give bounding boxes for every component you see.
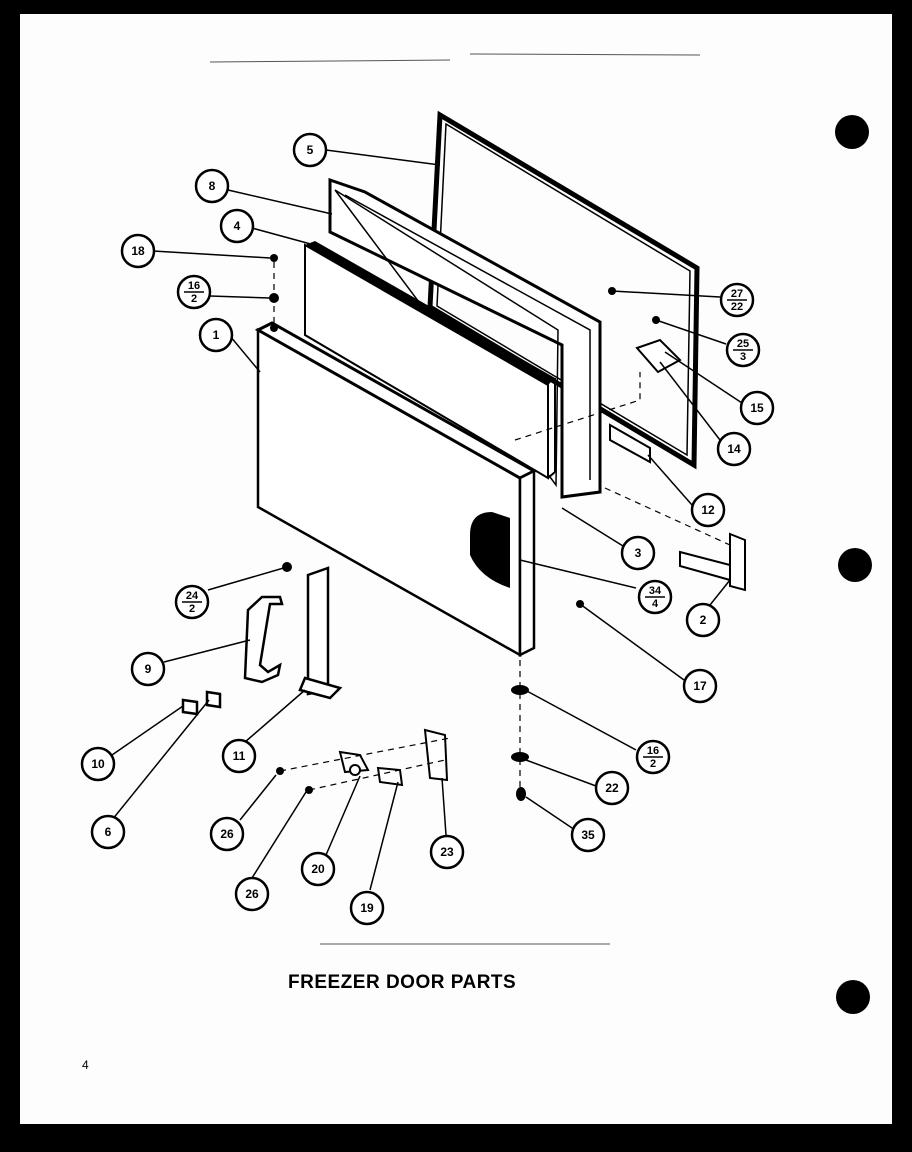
svg-text:34: 34 — [649, 585, 662, 597]
svg-text:9: 9 — [145, 662, 152, 676]
callout-16-lower: 162 — [635, 739, 671, 775]
callout-35: 35 — [570, 817, 606, 853]
svg-text:3: 3 — [740, 351, 746, 363]
callout-23: 23 — [429, 834, 465, 870]
callout-24: 242 — [174, 584, 210, 620]
page-number: 4 — [82, 1058, 89, 1072]
inner-door-liner — [328, 177, 602, 499]
callout-3: 3 — [620, 535, 656, 571]
callout-16-upper: 162 — [176, 274, 212, 310]
svg-text:3: 3 — [635, 546, 642, 560]
svg-text:17: 17 — [693, 679, 707, 693]
callout-26-upper: 26 — [209, 816, 245, 852]
svg-text:27: 27 — [731, 288, 743, 300]
svg-text:6: 6 — [105, 825, 112, 839]
diagram-title: FREEZER DOOR PARTS — [288, 972, 517, 993]
door-outer-panel — [254, 321, 538, 658]
svg-text:25: 25 — [737, 338, 749, 350]
callout-8: 8 — [194, 168, 230, 204]
svg-text:14: 14 — [727, 442, 741, 456]
callout-11: 11 — [221, 738, 257, 774]
svg-text:35: 35 — [581, 828, 595, 842]
svg-text:20: 20 — [311, 862, 325, 876]
door-hole — [470, 512, 510, 588]
svg-text:4: 4 — [652, 598, 659, 610]
registration-dot — [838, 548, 872, 582]
svg-text:5: 5 — [307, 143, 314, 157]
callout-6: 6 — [90, 814, 126, 850]
svg-text:26: 26 — [220, 827, 234, 841]
handle-assembly — [181, 566, 343, 716]
svg-text:18: 18 — [131, 244, 145, 258]
callout-22: 22 — [594, 770, 630, 806]
svg-text:16: 16 — [188, 280, 200, 292]
svg-text:24: 24 — [186, 590, 199, 602]
callout-15: 15 — [739, 390, 775, 426]
leader-lines — [111, 149, 743, 891]
callout-bubbles: 1 2 3 4 5 6 8 9 10 11 12 14 15 162 162 1… — [80, 132, 775, 926]
svg-text:12: 12 — [701, 503, 715, 517]
svg-text:26: 26 — [245, 887, 259, 901]
svg-text:8: 8 — [209, 179, 216, 193]
svg-text:2: 2 — [650, 758, 656, 770]
svg-text:22: 22 — [605, 781, 619, 795]
callout-10: 10 — [80, 746, 116, 782]
svg-text:10: 10 — [91, 757, 105, 771]
insulation-panel — [304, 241, 556, 480]
callout-19: 19 — [349, 890, 385, 926]
registration-dot — [836, 980, 870, 1014]
callout-12: 12 — [690, 492, 726, 528]
callout-2: 2 — [685, 602, 721, 638]
svg-text:1: 1 — [213, 328, 220, 342]
callout-25: 253 — [725, 332, 761, 368]
svg-text:15: 15 — [750, 401, 764, 415]
callout-14: 14 — [716, 431, 752, 467]
lower-hinge-parts — [338, 728, 449, 787]
svg-text:2: 2 — [191, 293, 197, 305]
callout-1: 1 — [198, 317, 234, 353]
callout-20: 20 — [300, 851, 336, 887]
callout-18: 18 — [120, 233, 156, 269]
svg-text:22: 22 — [731, 301, 743, 313]
assembly-lines — [273, 262, 731, 800]
callout-17: 17 — [682, 668, 718, 704]
registration-dot — [835, 115, 869, 149]
callout-26-lower: 26 — [234, 876, 270, 912]
scan-noise — [209, 53, 701, 945]
svg-text:23: 23 — [440, 845, 454, 859]
svg-text:16: 16 — [647, 745, 659, 757]
svg-text:2: 2 — [189, 603, 195, 615]
callout-34: 344 — [637, 579, 673, 615]
svg-text:4: 4 — [234, 219, 241, 233]
svg-text:11: 11 — [233, 749, 246, 763]
svg-text:2: 2 — [700, 613, 707, 627]
callout-5: 5 — [292, 132, 328, 168]
callout-9: 9 — [130, 651, 166, 687]
svg-text:19: 19 — [360, 901, 374, 915]
callout-4: 4 — [219, 208, 255, 244]
